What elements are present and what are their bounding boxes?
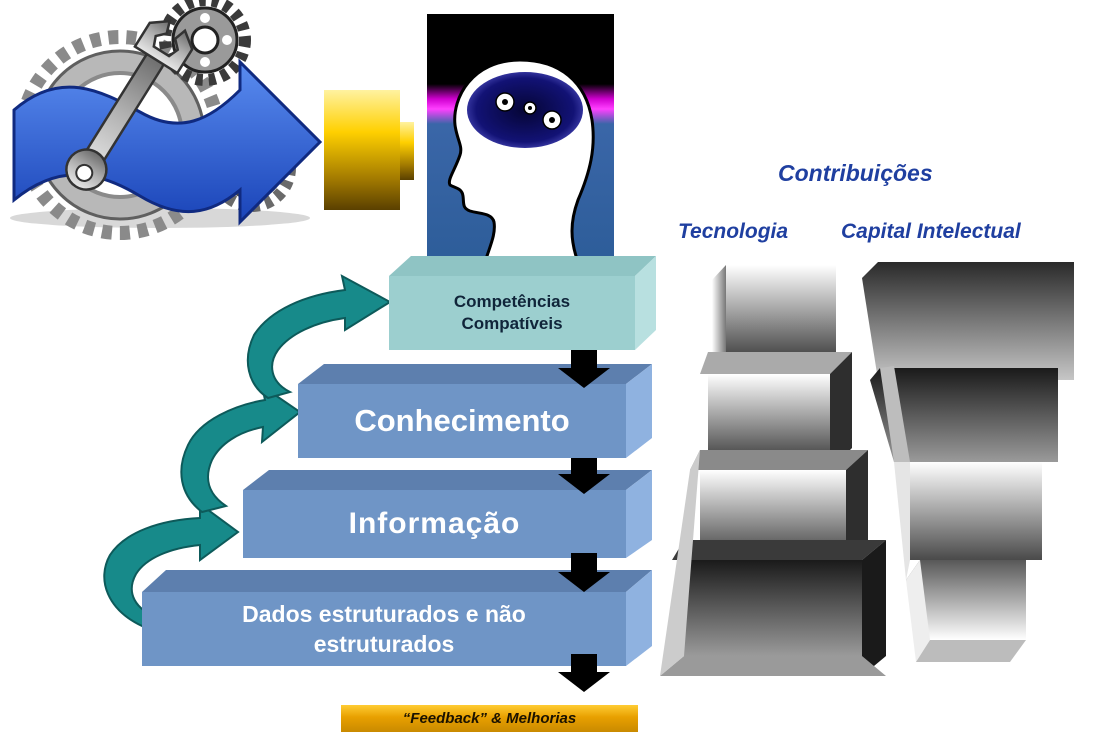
- data-box-line-2: estruturados: [313, 631, 455, 657]
- head-gears-icon: [427, 14, 614, 264]
- top-box-label: Competências Compatíveis: [389, 276, 635, 350]
- box-top-3d: [389, 256, 656, 350]
- gears-wrench-arrow-icon: [10, 0, 323, 240]
- spiral-arrows: [103, 274, 392, 628]
- tecnologia-staircase: [660, 265, 886, 676]
- technology-label: Tecnologia: [678, 220, 789, 243]
- data-box-line-1: Dados estruturados e não: [242, 601, 526, 627]
- top-box-line-1: Competências: [453, 292, 571, 311]
- feedback-quote: “Feedback”: [402, 710, 487, 727]
- top-box-line-2: Compatíveis: [461, 314, 563, 333]
- information-box-label: Informação: [348, 507, 521, 540]
- intellectual-capital-label: Capital Intelectual: [841, 220, 1021, 243]
- feedback-bar: “Feedback” & Melhorias: [341, 705, 638, 732]
- capital-intelectual-staircase: [862, 262, 1074, 662]
- box-data-3d: [142, 570, 652, 666]
- knowledge-box-label: Conhecimento: [354, 403, 570, 438]
- box-knowledge-3d: [298, 364, 652, 458]
- down-arrows: [558, 350, 610, 692]
- contributions-title: Contribuições: [778, 160, 933, 186]
- feedback-rest: & Melhorias: [487, 710, 577, 727]
- box-information-3d: [243, 470, 652, 558]
- gold-connector: [324, 90, 414, 210]
- data-box-label: Dados estruturados e não estruturados: [142, 592, 626, 666]
